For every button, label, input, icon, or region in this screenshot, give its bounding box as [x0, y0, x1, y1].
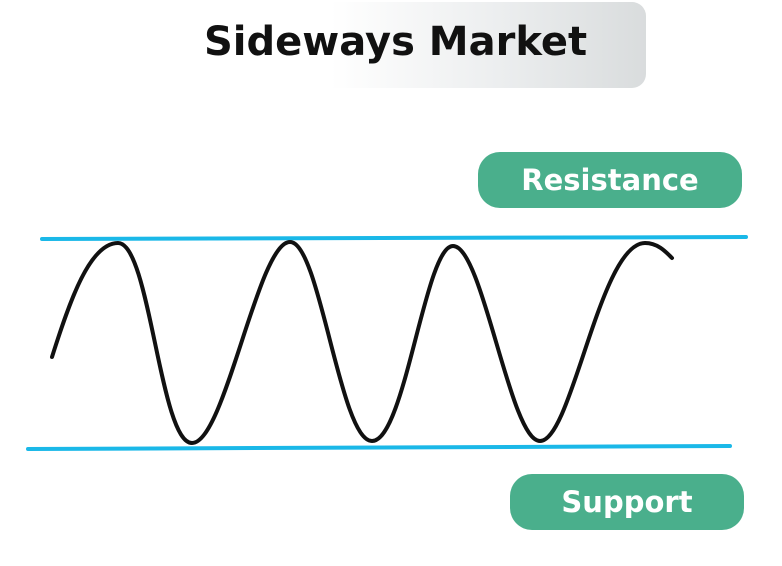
support-label-text: Support — [561, 485, 693, 519]
resistance-label: Resistance — [478, 152, 742, 208]
price-wave — [50, 240, 674, 445]
diagram-title: Sideways Market — [204, 19, 588, 65]
support-label: Support — [510, 474, 744, 530]
title-banner — [120, 2, 646, 88]
resistance-line — [40, 235, 748, 241]
resistance-label-text: Resistance — [521, 163, 699, 197]
support-line — [26, 444, 732, 451]
